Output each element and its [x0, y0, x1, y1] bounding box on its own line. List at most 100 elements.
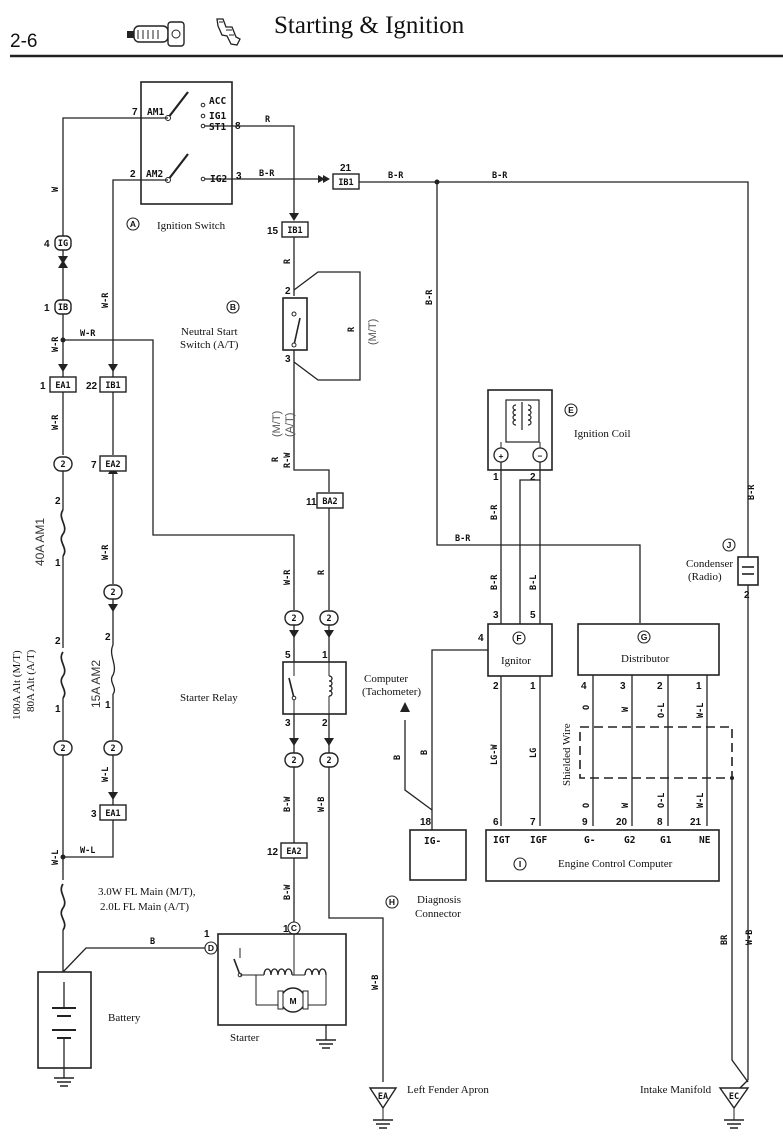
- svg-text:B-R: B-R: [490, 504, 500, 520]
- distributor: [577, 623, 720, 676]
- ecu-terminal-igf: IGF: [530, 835, 547, 846]
- svg-text:9: 9: [582, 817, 588, 828]
- wire-coil-neg: [519, 462, 541, 624]
- wire-am2-feed: [112, 179, 141, 378]
- ecu-terminal-ne: NE: [699, 835, 711, 846]
- svg-text:3: 3: [91, 809, 97, 820]
- svg-text:IB1: IB1: [338, 178, 353, 188]
- svg-text:O: O: [582, 705, 592, 710]
- svg-text:2: 2: [326, 614, 331, 624]
- svg-text:21: 21: [690, 817, 702, 828]
- wire-r-ba2: [293, 350, 330, 492]
- battery: [37, 971, 92, 1087]
- junction-2: 2: [103, 740, 123, 756]
- label-diagnosis: Diagnosis: [417, 894, 461, 906]
- svg-text:R-W: R-W: [283, 452, 293, 468]
- svg-text:1: 1: [55, 704, 61, 715]
- svg-text:LG: LG: [529, 748, 539, 758]
- wire-tach-arrow: [404, 720, 433, 811]
- terminal-ig1: IG1: [209, 111, 226, 122]
- svg-text:12: 12: [267, 847, 279, 858]
- svg-text:W: W: [621, 706, 631, 712]
- svg-text:W: W: [621, 802, 631, 808]
- svg-text:2: 2: [530, 472, 536, 483]
- callout-a: A: [126, 217, 140, 231]
- junction-2: 2: [53, 740, 73, 756]
- svg-text:W-R: W-R: [101, 292, 111, 308]
- pin-label: 7: [132, 107, 138, 118]
- callout-e: E: [564, 403, 578, 417]
- svg-text:B: B: [150, 937, 155, 947]
- svg-text:2: 2: [55, 636, 61, 647]
- svg-text:4: 4: [44, 239, 50, 250]
- pin-label: 3: [236, 171, 242, 182]
- callout-d: D: [204, 941, 218, 955]
- svg-text:C: C: [291, 923, 297, 933]
- callout-j: J: [722, 538, 736, 552]
- svg-text:1: 1: [55, 558, 61, 569]
- callout-h: H: [385, 895, 399, 909]
- svg-text:W-L: W-L: [80, 846, 95, 856]
- svg-text:BA2: BA2: [322, 497, 337, 507]
- svg-text:W-B: W-B: [745, 930, 755, 945]
- svg-text:A: A: [130, 219, 136, 229]
- wire-b-r-main: [359, 181, 749, 545]
- label-intake-manifold: Intake Manifold: [640, 1084, 712, 1096]
- connector-ig-4: IG: [54, 235, 72, 251]
- svg-text:3: 3: [285, 354, 291, 365]
- svg-text:(Radio): (Radio): [688, 571, 722, 583]
- svg-text:B-R: B-R: [492, 171, 508, 181]
- svg-text:O-L: O-L: [657, 703, 667, 718]
- svg-text:I: I: [519, 859, 521, 869]
- svg-text:2: 2: [60, 460, 65, 470]
- connector-ib-1: IB: [54, 299, 72, 315]
- label-neutral-start: Neutral Start: [181, 326, 238, 338]
- svg-text:R: R: [283, 258, 293, 264]
- svg-text:B: B: [393, 755, 403, 760]
- callout-g: G: [637, 630, 651, 644]
- svg-text:3.0W FL Main (M/T),: 3.0W FL Main (M/T),: [98, 886, 196, 898]
- terminal-st1: ST1: [209, 122, 226, 133]
- svg-text:100A Alt (M/T): 100A Alt (M/T): [11, 650, 23, 720]
- junction-2: 2: [284, 610, 304, 626]
- svg-text:5: 5: [530, 610, 536, 621]
- svg-text:7: 7: [91, 460, 97, 471]
- svg-text:M: M: [289, 996, 296, 1006]
- connector-ib1-15: [281, 221, 309, 238]
- svg-text:B-R: B-R: [490, 574, 500, 590]
- svg-text:IG: IG: [58, 239, 68, 249]
- svg-text:15: 15: [267, 226, 279, 237]
- ignition-switch: [140, 81, 233, 205]
- label-left-fender-apron: Left Fender Apron: [407, 1084, 489, 1096]
- wire-w-r-relay: [63, 339, 295, 610]
- wire-mt-bypass: [293, 271, 361, 381]
- svg-text:3: 3: [493, 610, 499, 621]
- svg-text:B: B: [230, 302, 236, 312]
- svg-text:5: 5: [285, 650, 291, 661]
- page-number: 2-6: [10, 31, 37, 52]
- svg-text:EA2: EA2: [286, 847, 301, 857]
- junction-2: 2: [319, 610, 339, 626]
- svg-text:1: 1: [40, 381, 46, 392]
- svg-text:4: 4: [581, 681, 587, 692]
- fuse-40a-am1: [60, 509, 66, 557]
- svg-text:EA: EA: [378, 1092, 388, 1102]
- svg-text:80A Alt (A/T): 80A Alt (A/T): [25, 649, 37, 712]
- svg-text:7: 7: [530, 817, 536, 828]
- junction-2: 2: [284, 752, 304, 768]
- svg-text:EA1: EA1: [55, 381, 70, 391]
- svg-text:W-B: W-B: [317, 797, 327, 812]
- svg-text:2: 2: [105, 632, 111, 643]
- ecu-terminal-g2: G2: [624, 835, 635, 846]
- svg-text:R: R: [317, 569, 327, 575]
- callout-f: F: [512, 631, 526, 645]
- label-battery: Battery: [108, 1012, 141, 1024]
- svg-text:+: +: [499, 451, 504, 461]
- svg-text:O: O: [582, 803, 592, 808]
- svg-text:1: 1: [283, 924, 289, 935]
- wire-battery-b: [62, 947, 205, 973]
- svg-text:E: E: [568, 405, 574, 415]
- junction-2: 2: [53, 456, 73, 472]
- connector-ea1-3: [99, 804, 127, 821]
- svg-text:2: 2: [322, 718, 328, 729]
